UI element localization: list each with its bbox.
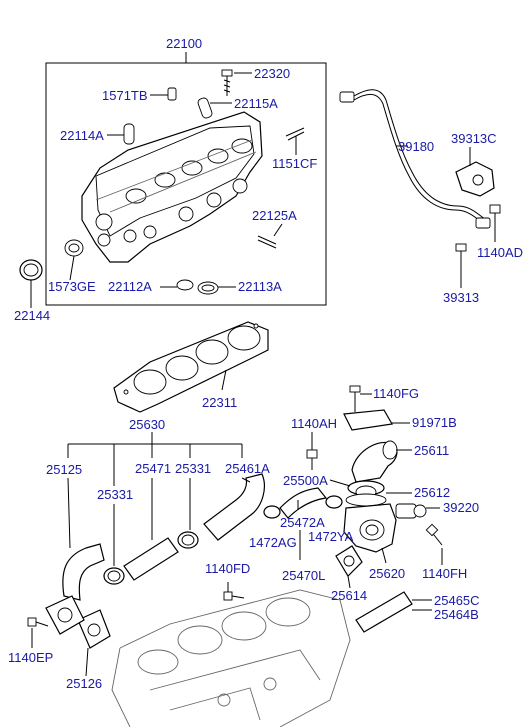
label-1140fd: 1140FD: [205, 561, 250, 576]
label-39220: 39220: [443, 500, 479, 515]
label-25612: 25612: [414, 485, 450, 500]
label-1140ah: 1140AH: [291, 416, 337, 431]
bracket-1140ad: [475, 217, 491, 229]
label-25472a: 25472A: [280, 515, 325, 530]
label-25464b: 25464B: [434, 607, 479, 622]
pin-22125a: [257, 223, 283, 249]
bolt-1140ad: [489, 204, 501, 242]
part-labels: 22100 22320 1571TB 22115A 22114A 1151CF …: [8, 36, 523, 691]
water-pipe-group: [27, 432, 343, 677]
label-22114a: 22114A: [60, 128, 104, 143]
label-39313: 39313: [443, 290, 479, 305]
label-25331-right: 25331: [175, 461, 211, 476]
thermostat-group: [306, 385, 443, 589]
label-1151cf: 1151CF: [272, 156, 317, 171]
label-25611: 25611: [414, 443, 449, 458]
cap-1571tb: [150, 87, 177, 101]
label-1571tb: 1571TB: [102, 88, 148, 103]
label-1140ep: 1140EP: [8, 650, 53, 665]
label-22113a: 22113A: [238, 279, 282, 294]
head-gasket-22311: [113, 321, 269, 413]
label-25471: 25471: [135, 461, 171, 476]
label-25470l: 25470L: [282, 568, 325, 583]
label-25125: 25125: [46, 462, 82, 477]
label-1140ad: 1140AD: [477, 245, 523, 260]
label-22125a: 22125A: [252, 208, 297, 223]
label-22115a: 22115A: [234, 96, 278, 111]
engine-block-outline: [111, 589, 351, 727]
label-25126: 25126: [66, 676, 102, 691]
cylinder-head-drawing: [81, 111, 263, 263]
tube-22115a: [197, 97, 232, 119]
label-1472ya: 1472YA: [308, 529, 354, 544]
tube-22114a: [107, 123, 135, 145]
seals-22112a-22113a: [160, 279, 236, 295]
label-22112a: 22112A: [108, 279, 152, 294]
seal-1573ge: [64, 239, 84, 281]
label-39180: 39180: [398, 139, 434, 154]
label-22100: 22100: [166, 36, 202, 51]
bolt-22320: [221, 69, 252, 96]
label-1140fg: 1140FG: [373, 386, 419, 401]
label-25630: 25630: [129, 417, 165, 432]
label-25331-left: 25331: [97, 487, 133, 502]
label-22311: 22311: [202, 395, 237, 410]
label-25614: 25614: [331, 588, 367, 603]
label-1472ag: 1472AG: [249, 535, 297, 550]
cylinder-head-group: [45, 52, 327, 306]
label-25465c: 25465C: [434, 593, 480, 608]
label-22320: 22320: [254, 66, 290, 81]
seal-22144: [19, 259, 43, 308]
label-25500a: 25500A: [283, 473, 328, 488]
label-25461a: 25461A: [225, 461, 270, 476]
hose-25465c: [355, 591, 432, 633]
pin-1151cf: [285, 127, 305, 155]
sensor-wire-39180: [339, 89, 491, 229]
bolt-39313: [455, 243, 467, 288]
label-1573ge: 1573GE: [48, 279, 96, 294]
sensor-39313c: [455, 147, 495, 197]
label-39313c: 39313C: [451, 131, 497, 146]
label-1140fh: 1140FH: [422, 566, 467, 581]
label-91971b: 91971B: [412, 415, 457, 430]
label-22144: 22144: [14, 308, 50, 323]
bolt-1140fd: [223, 582, 245, 601]
label-25620: 25620: [369, 566, 405, 581]
